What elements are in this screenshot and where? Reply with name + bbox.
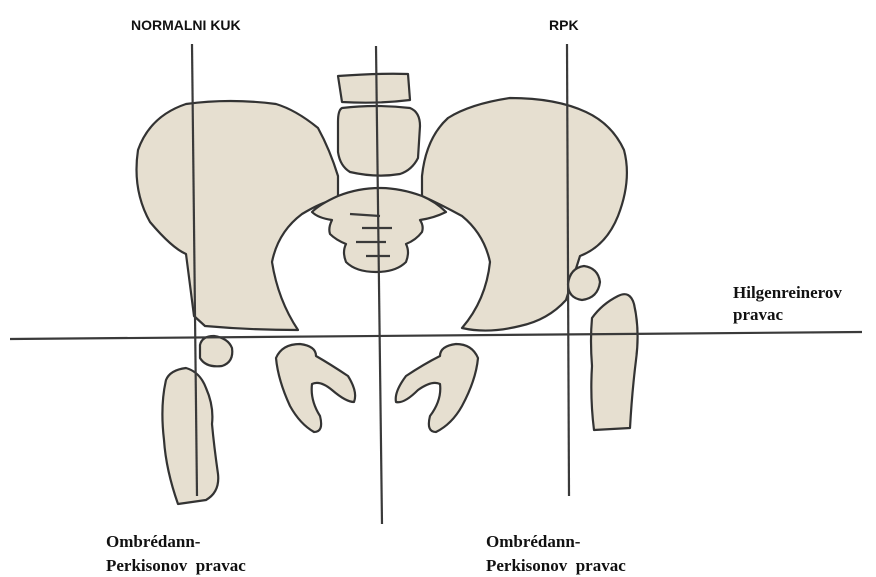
right-pubic-bone xyxy=(396,344,478,432)
normal-hip-label: NORMALNI KUK xyxy=(131,17,241,33)
left-acetabular-fragment xyxy=(200,336,232,366)
sacral-vertebra xyxy=(338,106,420,176)
ddh-label: RPK xyxy=(549,17,579,33)
left-pubic-bone xyxy=(276,344,355,432)
right-ilium xyxy=(422,98,627,331)
left-femur xyxy=(162,368,218,504)
hilgenreiner-line xyxy=(10,332,862,339)
hilgenreiner-label-line1: Hilgenreinerov xyxy=(733,283,842,302)
right-femoral-head xyxy=(568,266,600,300)
perkins-right-label-line1: Ombrédann- xyxy=(486,532,581,551)
perkins-left-label-line2: Perkisonov pravac xyxy=(106,556,246,575)
right-femur xyxy=(591,294,638,430)
left-ilium xyxy=(137,101,339,330)
hilgenreiner-label-line2: pravac xyxy=(733,305,784,324)
sacrum-top xyxy=(338,74,410,103)
perkins-left-label-line1: Ombrédann- xyxy=(106,532,201,551)
perkins-right-label-line2: Perkisonov pravac xyxy=(486,556,626,575)
